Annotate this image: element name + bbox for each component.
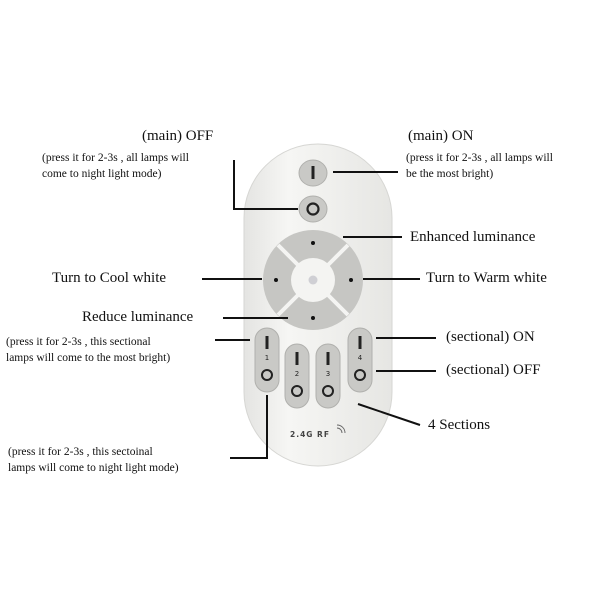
sectional-off-label: (sectional) OFF	[446, 362, 541, 378]
cool-white-label: Turn to Cool white	[52, 270, 167, 286]
sectional-on-note: (press it for 2-3s , this sectional lamps…	[6, 334, 170, 366]
note-line: (press it for 2-3s , this sectional	[6, 336, 151, 348]
warm-white-button[interactable]	[349, 278, 353, 282]
note-line: come to night light mode)	[42, 168, 162, 180]
section-number: 3	[326, 370, 330, 378]
main-on-button[interactable]	[298, 159, 328, 187]
section-on-icon	[265, 336, 269, 349]
section-number: 2	[295, 370, 299, 378]
main-off-label: (main) OFF	[142, 128, 214, 144]
section-on-icon	[295, 352, 299, 365]
section-off-icon	[291, 385, 303, 397]
section-on-icon	[358, 336, 362, 349]
section-off-icon	[354, 369, 366, 381]
brightness-up-button[interactable]	[311, 241, 315, 245]
main-on-label: (main) ON	[408, 128, 474, 144]
section-number: 4	[358, 354, 363, 362]
warm-white-label: Turn to Warm white	[426, 270, 547, 286]
note-line: be the most bright)	[406, 168, 494, 180]
note-line: lamps will come to night light mode)	[8, 462, 179, 474]
main-on-note: (press it for 2-3s , all lamps will be th…	[406, 150, 553, 182]
main-off-button[interactable]	[298, 195, 328, 223]
cool-white-button[interactable]	[274, 278, 278, 282]
reduce-luminance-label: Reduce luminance	[82, 309, 194, 325]
sectional-off-note: (press it for 2-3s , this sectoinal lamps…	[8, 444, 179, 476]
main-off-note: (press it for 2-3s , all lamps will come …	[42, 150, 189, 182]
rf-label: 2.4G RF	[290, 430, 330, 439]
section-1-buttons[interactable]: 1	[254, 327, 280, 393]
sections-label: 4 Sections	[428, 417, 491, 433]
note-line: (press it for 2-3s , all lamps will	[406, 152, 553, 164]
section-on-icon	[326, 352, 330, 365]
enhanced-luminance-label: Enhanced luminance	[410, 229, 536, 245]
section-3-buttons[interactable]: 3	[315, 343, 341, 409]
section-2-buttons[interactable]: 2	[284, 343, 310, 409]
leader-lines	[202, 160, 436, 459]
section-4-buttons[interactable]: 4	[347, 327, 373, 393]
note-line: (press it for 2-3s , all lamps will	[42, 152, 189, 164]
section-off-icon	[322, 385, 334, 397]
section-off-icon	[261, 369, 273, 381]
brightness-down-button[interactable]	[311, 316, 315, 320]
sectional-on-label: (sectional) ON	[446, 329, 535, 345]
note-line: (press it for 2-3s , this sectoinal	[8, 446, 153, 458]
note-line: lamps will come to the most bright)	[6, 352, 171, 364]
section-number: 1	[265, 354, 269, 362]
